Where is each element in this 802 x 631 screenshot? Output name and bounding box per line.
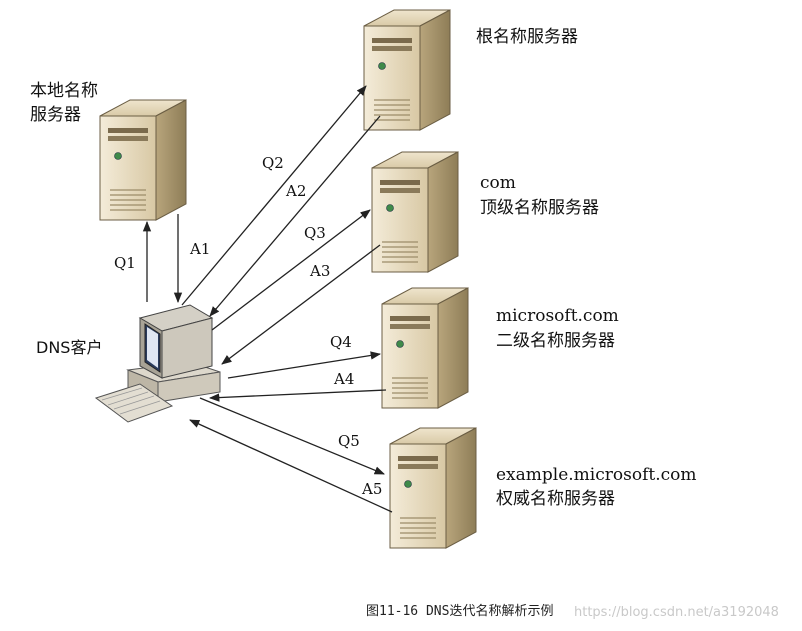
arrow-q2 — [181, 85, 367, 306]
label-q2: Q2 — [262, 154, 284, 172]
arrow-q3 — [211, 209, 371, 331]
example-server-icon — [389, 427, 477, 549]
example-server-label-line1: example.microsoft.com — [496, 465, 697, 485]
client-computer-icon — [94, 304, 221, 423]
local-server-label-line1: 本地名称 — [30, 81, 98, 101]
com-server-label-line2: 顶级名称服务器 — [480, 198, 599, 218]
microsoft-server-label-line2: 二级名称服务器 — [496, 331, 615, 351]
label-q5: Q5 — [338, 432, 360, 450]
label-a3: A3 — [310, 262, 331, 280]
label-q4: Q4 — [330, 333, 352, 351]
label-q3: Q3 — [304, 224, 326, 242]
microsoft-server-icon — [381, 287, 469, 409]
local-server-icon — [99, 99, 187, 221]
label-a2: A2 — [286, 182, 307, 200]
label-a5: A5 — [362, 480, 383, 498]
figure-caption: 图11-16 DNS迭代名称解析示例 — [366, 604, 554, 619]
com-server-label-line1: com — [480, 173, 516, 193]
arrow-a4 — [208, 389, 387, 402]
arrow-a5 — [189, 419, 393, 513]
local-server-label-line2: 服务器 — [30, 105, 81, 125]
label-a4: A4 — [334, 370, 355, 388]
com-server-icon — [371, 151, 459, 273]
arrow-q5 — [199, 397, 385, 475]
arrow-a2 — [209, 115, 381, 317]
root-server-icon — [363, 9, 451, 131]
root-server-label: 根名称服务器 — [476, 27, 578, 47]
label-a1: A1 — [190, 240, 211, 258]
arrow-a3 — [221, 244, 381, 365]
example-server-label-line2: 权威名称服务器 — [496, 489, 615, 509]
dns-client-label: DNS客户 — [36, 338, 103, 357]
microsoft-server-label-line1: microsoft.com — [496, 306, 619, 326]
watermark: https://blog.csdn.net/a3192048 — [574, 605, 779, 620]
arrow-q4 — [227, 351, 382, 379]
label-q1: Q1 — [114, 254, 136, 272]
